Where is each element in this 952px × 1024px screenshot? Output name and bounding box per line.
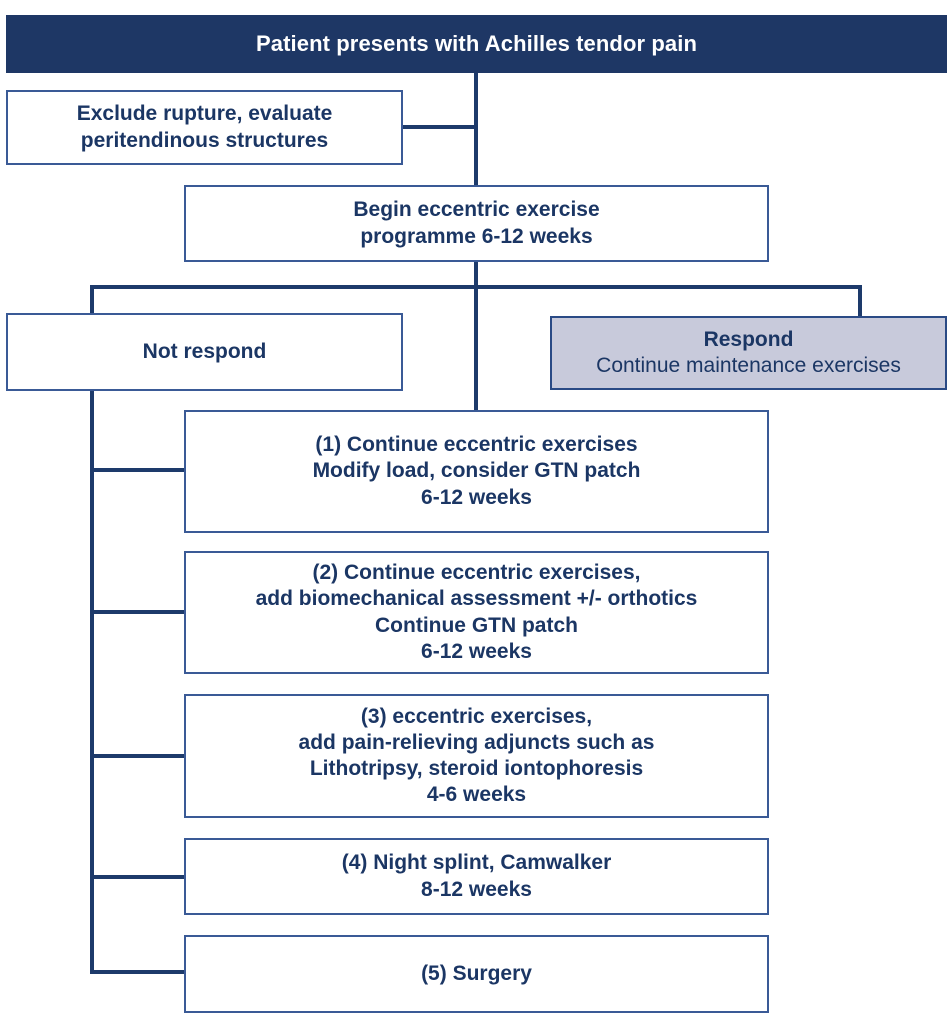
connector-rail-to-step-2 xyxy=(90,610,186,614)
connector-rail-to-step-5 xyxy=(90,970,186,974)
node-not-respond: Not respond xyxy=(6,313,403,391)
step-4-line-1: (4) Night splint, Camwalker xyxy=(341,851,612,875)
node-step-4: (4) Night splint, Camwalker 8-12 weeks xyxy=(184,838,769,915)
connector-rail-to-step-3 xyxy=(90,754,186,758)
node-step-2: (2) Continue eccentric exercises, add bi… xyxy=(184,551,769,674)
connector-split-bar xyxy=(90,285,862,289)
connector-header-to-begin xyxy=(474,71,478,186)
not-respond-label: Not respond xyxy=(142,339,267,363)
header-label: Patient presents with Achilles tendor pa… xyxy=(255,31,698,57)
connector-begin-downspine xyxy=(474,260,478,412)
exclude-line-1: Exclude rupture, evaluate xyxy=(76,102,333,126)
begin-line-1: Begin eccentric exercise xyxy=(353,198,600,222)
connector-rail-to-step-4 xyxy=(90,875,186,879)
connector-split-to-not-respond xyxy=(90,285,94,315)
step-1-line-2: Modify load, consider GTN patch xyxy=(312,459,641,483)
step-2-line-4: 6-12 weeks xyxy=(421,639,532,663)
respond-line-1: Respond xyxy=(703,327,794,351)
step-1-line-3: 6-12 weeks xyxy=(421,485,532,509)
respond-line-2: Continue maintenance exercises xyxy=(596,354,901,377)
node-respond: Respond Continue maintenance exercises xyxy=(550,316,947,390)
step-1-line-1: (1) Continue eccentric exercises xyxy=(315,433,638,457)
begin-line-2: programme 6-12 weeks xyxy=(360,224,593,248)
node-step-1: (1) Continue eccentric exercises Modify … xyxy=(184,410,769,533)
exclude-line-2: peritendinous structures xyxy=(80,128,329,152)
step-3-line-4: 4-6 weeks xyxy=(426,783,527,807)
step-3-line-3: Lithotripsy, steroid iontophoresis xyxy=(309,757,644,780)
connector-left-rail xyxy=(90,389,94,974)
node-header-patient-presents: Patient presents with Achilles tendor pa… xyxy=(6,15,947,73)
connector-rail-to-step-1 xyxy=(90,468,186,472)
step-3-line-2: add pain-relieving adjuncts such as xyxy=(298,730,655,754)
step-2-line-1: (2) Continue eccentric exercises, xyxy=(312,561,641,585)
connector-spine-to-exclude xyxy=(401,125,476,129)
node-begin-eccentric-exercise: Begin eccentric exercise programme 6-12 … xyxy=(184,185,769,262)
node-exclude-rupture: Exclude rupture, evaluate peritendinous … xyxy=(6,90,403,165)
node-step-5: (5) Surgery xyxy=(184,935,769,1013)
step-5-line-1: (5) Surgery xyxy=(421,961,532,985)
step-2-line-2: add biomechanical assessment +/- orthoti… xyxy=(255,587,698,611)
step-2-line-3: Continue GTN patch xyxy=(375,613,578,637)
step-4-line-2: 8-12 weeks xyxy=(421,877,532,901)
node-step-3: (3) eccentric exercises, add pain-reliev… xyxy=(184,694,769,818)
step-3-line-1: (3) eccentric exercises, xyxy=(360,704,593,728)
connector-split-to-respond xyxy=(858,285,862,318)
